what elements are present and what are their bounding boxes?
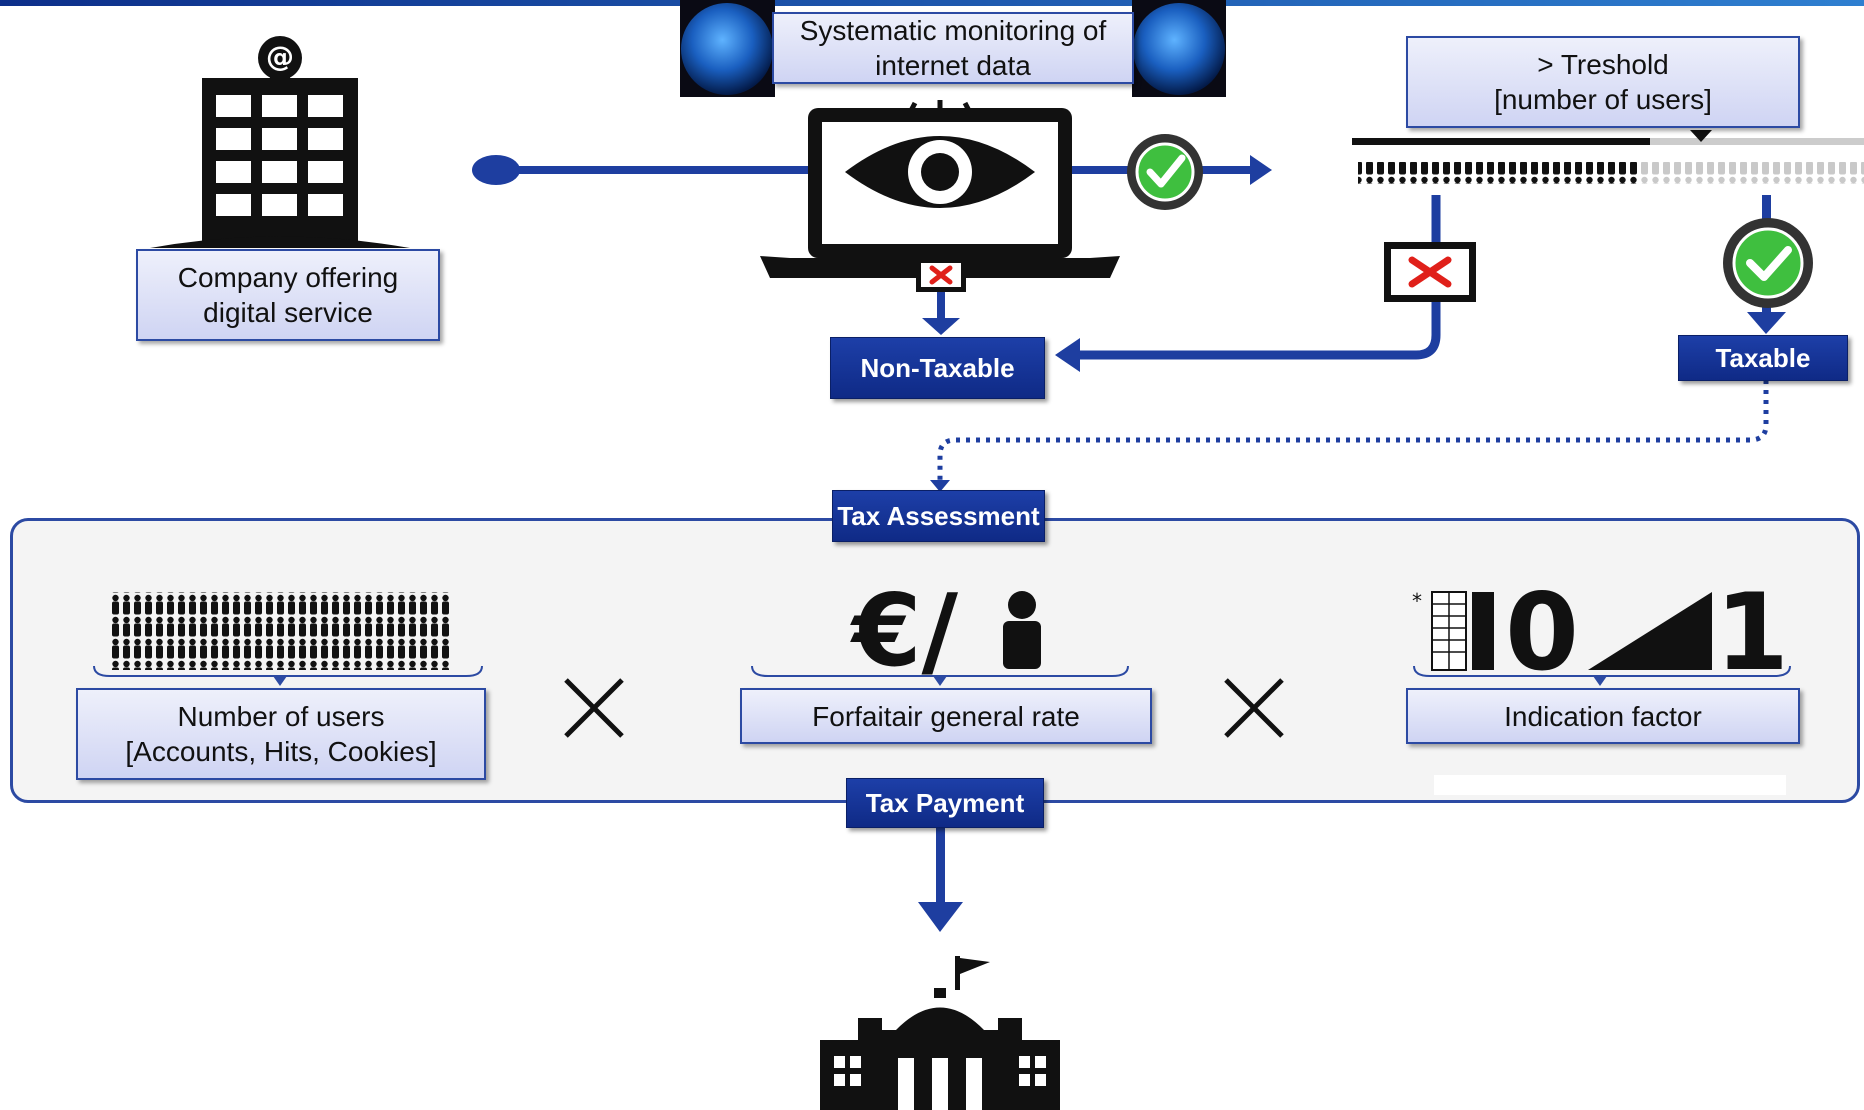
checkmark-icon [1127,134,1203,210]
globe-icon [1133,3,1225,95]
taxable-to-assessment-path [930,380,1769,492]
non-taxable-label: Non-Taxable [830,337,1045,399]
laptop-eye-icon [760,100,1120,278]
panel-whiteout [1434,775,1786,795]
government-building-icon [820,956,1060,1110]
number-of-users-label: Number of users [Accounts, Hits, Cookies… [76,688,486,780]
company-connector [472,155,815,185]
person-icon [1003,591,1041,669]
star-marker: * [1412,589,1422,613]
laptop-to-nontaxable-arrow [922,278,960,335]
number-of-users-line-2: [Accounts, Hits, Cookies] [125,736,437,767]
table-icon [1431,591,1494,671]
multiply-icon [564,678,624,738]
euro-per-person-symbol: €/ [850,572,959,689]
threshold-label: > Treshold [number of users] [1406,36,1800,128]
at-sign-icon: @ [266,40,294,73]
bracket [1413,665,1791,686]
monitoring-label-line-1: Systematic monitoring of [799,15,1107,46]
threshold-label-line-2: [number of users] [1494,84,1712,115]
threshold-scale [1352,130,1864,184]
factor-zero-label: 0 [1505,571,1579,694]
taxable-label: Taxable [1678,335,1848,381]
multiply-icon [1224,678,1284,738]
globe-icon [681,3,773,95]
threshold-to-nontaxable-arrow [1055,195,1441,372]
office-building-icon [150,36,410,248]
bracket [751,665,1129,686]
cross-icon [1384,242,1476,302]
monitoring-label: Systematic monitoring of internet data [772,12,1134,84]
tax-assessment-label: Tax Assessment [832,490,1045,542]
company-label: Company offering digital service [136,249,440,341]
company-label-line-2: digital service [203,297,373,328]
top-accent-bar [0,0,1864,6]
people-icon [108,592,453,670]
rate-label: Forfaitair general rate [740,688,1152,744]
indication-factor-label: Indication factor [1406,688,1800,744]
ramp-icon [1588,592,1712,670]
monitoring-label-line-2: internet data [875,50,1031,81]
payment-arrow [918,820,963,932]
number-of-users-line-1: Number of users [177,701,385,732]
checkmark-icon [1723,218,1813,308]
tax-payment-label: Tax Payment [846,778,1044,828]
threshold-label-line-1: > Treshold [1537,49,1669,80]
cross-icon [916,258,966,292]
people-icon [1640,162,1864,184]
bracket [93,665,483,686]
people-icon [1358,162,1640,184]
company-label-line-1: Company offering [177,262,399,293]
factor-one-label: 1 [1715,571,1789,694]
